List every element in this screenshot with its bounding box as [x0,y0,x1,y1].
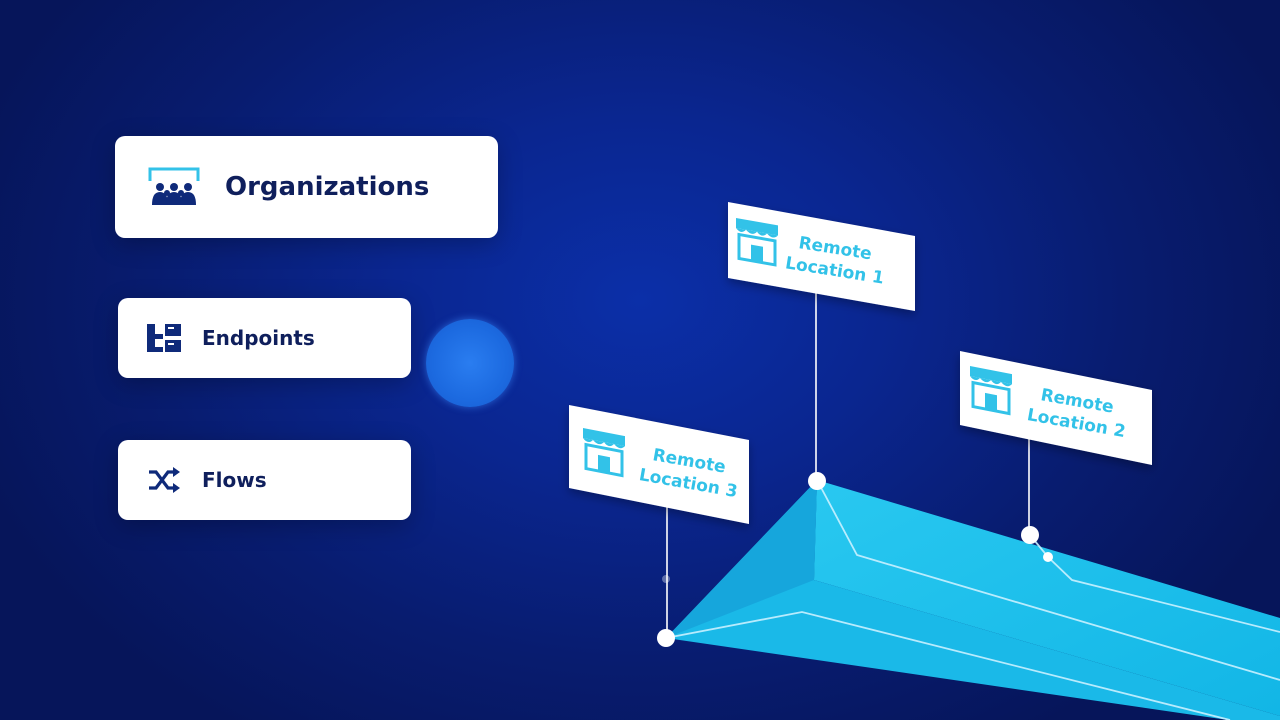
node-dot [657,629,675,647]
remote-location-3-sign[interactable]: Remote Location 3 [569,405,749,524]
storefront-icon [970,366,1012,416]
platform-top-surface [814,480,1280,716]
remote-location-2-sign[interactable]: Remote Location 2 [960,351,1152,465]
platform-left-surface [666,480,1280,720]
circuit-line [1029,534,1280,633]
node-dot [808,472,826,490]
storefront-icon [583,428,625,478]
node-dot-faint [662,575,670,583]
organizations-label: Organizations [225,172,430,202]
flows-label: Flows [202,468,267,492]
remote-location-1-sign[interactable]: Remote Location 1 [728,202,915,311]
hierarchy-tree-icon [144,322,184,354]
node-dot [1021,526,1039,544]
circuit-line [816,479,1280,681]
flows-card[interactable]: Flows [118,440,411,520]
platform-back-wall [666,480,817,638]
blue-orb [426,319,514,407]
endpoints-card[interactable]: Endpoints [118,298,411,378]
storefront-icon [736,218,778,267]
endpoints-label: Endpoints [202,326,315,350]
organizations-card[interactable]: Organizations [115,136,498,238]
node-dot [1043,552,1053,562]
shuffle-icon [144,466,184,494]
circuit-line [665,611,1231,720]
people-group-icon [147,167,201,207]
